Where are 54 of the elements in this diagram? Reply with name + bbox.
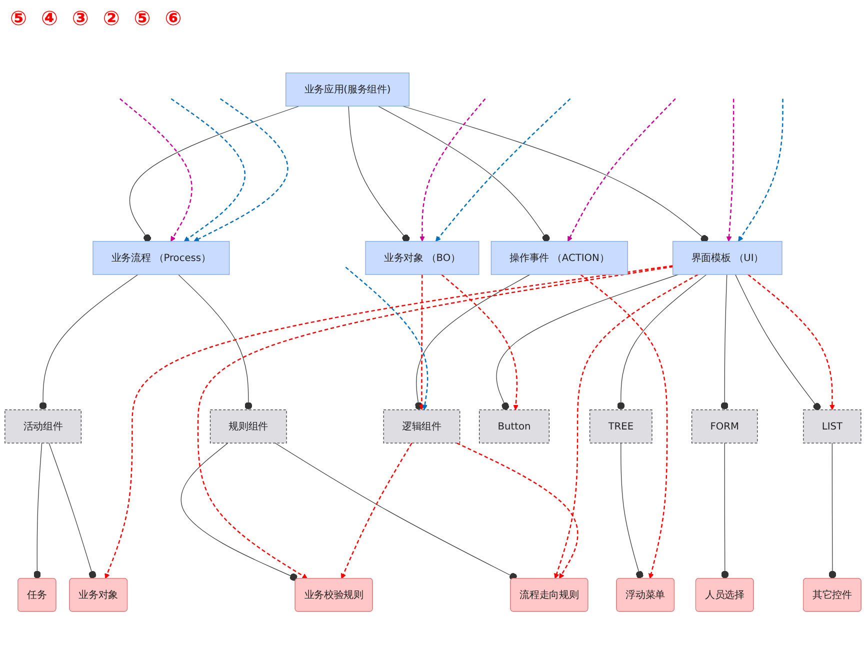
arrow <box>435 98 571 242</box>
connector <box>402 106 708 242</box>
arrow <box>568 98 676 242</box>
arrow <box>194 98 288 242</box>
node-box: 业务流程 （Process） <box>92 240 230 275</box>
circled-number: ② <box>102 6 120 30</box>
connector <box>348 106 410 242</box>
arrow <box>580 274 668 579</box>
arrow <box>104 264 673 579</box>
arrow <box>419 274 424 410</box>
node-box: Button <box>479 409 550 444</box>
connector <box>33 442 42 579</box>
arrow <box>170 98 246 242</box>
arrow <box>441 274 518 410</box>
connector <box>735 274 821 410</box>
circled-number: ⑤ <box>134 6 151 30</box>
node-box: 活动组件 <box>4 409 82 444</box>
connector <box>617 274 707 410</box>
connector <box>48 442 96 579</box>
node-box: 界面模板 （UI） <box>672 240 782 275</box>
connector <box>620 442 644 579</box>
circled-number: ③ <box>72 6 89 30</box>
arrow <box>345 266 428 410</box>
connector <box>39 274 138 410</box>
node-box: TREE <box>590 409 652 444</box>
connector <box>129 106 300 242</box>
arrow <box>420 98 486 242</box>
connector <box>180 442 298 581</box>
arrow <box>120 98 192 242</box>
connector <box>378 106 550 242</box>
arrow <box>554 274 698 579</box>
connector <box>720 274 728 410</box>
node-box: 业务应用(服务组件) <box>286 72 410 106</box>
arrow <box>726 98 734 242</box>
circled-number: ④ <box>40 6 58 30</box>
circled-number: ⑥ <box>164 6 182 30</box>
connector <box>721 442 729 579</box>
connector <box>496 274 679 410</box>
arrow <box>456 442 578 579</box>
arrow <box>738 98 784 242</box>
circled-number: ⑤ <box>10 6 27 30</box>
node-box: 业务对象 （BO） <box>365 240 480 275</box>
node-box: 操作事件 （ACTION） <box>490 240 628 275</box>
arrow <box>340 442 412 579</box>
node-box: LIST <box>803 409 862 444</box>
connector <box>414 274 530 410</box>
arrow <box>748 274 835 410</box>
node-box: FORM <box>692 409 758 444</box>
node-box: 逻辑组件 <box>383 409 460 444</box>
connector <box>828 442 836 579</box>
connector <box>274 442 518 580</box>
node-box: 规则组件 <box>210 409 287 444</box>
arrow <box>197 266 673 579</box>
connector <box>178 274 252 410</box>
